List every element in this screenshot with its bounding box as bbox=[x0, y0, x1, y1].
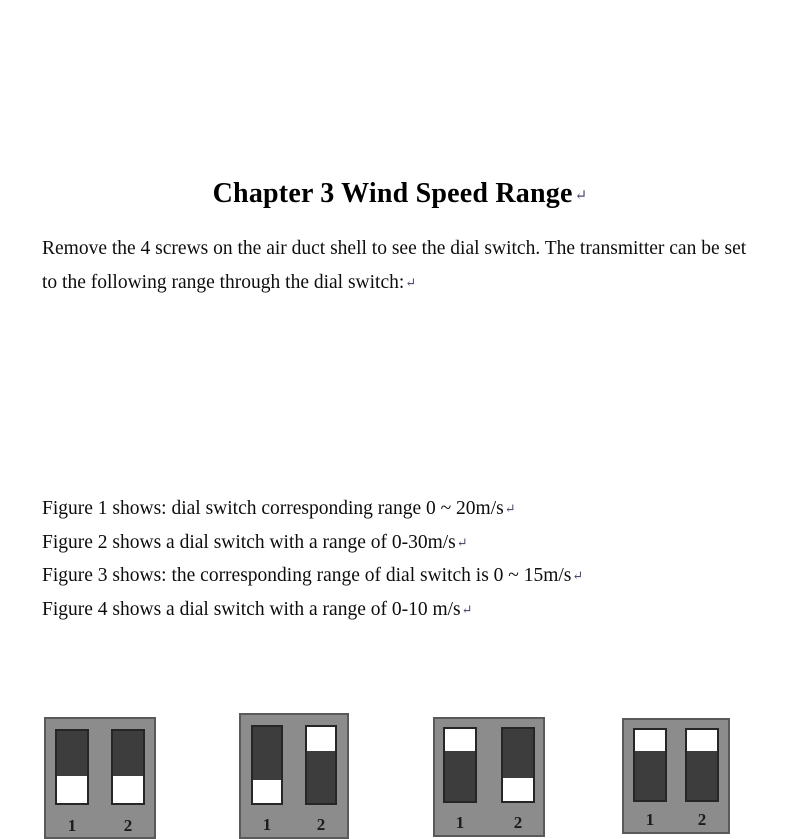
dip-switch-segment-bottom bbox=[253, 780, 281, 803]
dip-label-1: 1 bbox=[67, 816, 77, 835]
dip-switch-segment-top bbox=[445, 729, 475, 751]
dip-switch-2[interactable] bbox=[111, 729, 145, 805]
dip-switch-segment-top bbox=[687, 730, 717, 751]
dip-label-1: 1 bbox=[455, 813, 465, 832]
dip-switch-segment-top bbox=[57, 731, 87, 777]
dip-switch-1[interactable] bbox=[55, 729, 89, 805]
dip-switch-segment-bottom bbox=[445, 750, 475, 801]
caption-line-figure-2: Figure 2 shows a dial switch with a rang… bbox=[42, 526, 772, 560]
dip-switch-1[interactable] bbox=[443, 727, 477, 803]
dip-label-1: 1 bbox=[262, 815, 272, 834]
caption-line-figure-1: Figure 1 shows: dial switch correspondin… bbox=[42, 492, 772, 526]
dip-switch-figure-4: 1 2 bbox=[622, 718, 730, 834]
dip-label-2: 2 bbox=[123, 816, 133, 835]
paragraph-return-mark: ↵ bbox=[461, 601, 473, 617]
paragraph-return-mark: ↵ bbox=[572, 568, 584, 583]
dip-switch-2[interactable] bbox=[305, 725, 337, 805]
dip-switch-figures: 1 2 1 2 bbox=[0, 352, 800, 839]
dip-switch-1[interactable] bbox=[251, 725, 283, 805]
dip-label-1: 1 bbox=[645, 810, 655, 829]
paragraph-return-mark: ↵ bbox=[405, 275, 417, 290]
dip-switch-figure-3: 1 2 bbox=[433, 717, 545, 837]
paragraph-return-mark: ↵ bbox=[456, 534, 468, 550]
dip-switch-segment-top bbox=[307, 727, 335, 752]
dip-label-row: 1 2 bbox=[46, 817, 154, 834]
dip-switch-segment-top bbox=[113, 731, 143, 777]
dip-switch-segment-top bbox=[635, 730, 665, 751]
dip-switch-row bbox=[46, 729, 154, 805]
dip-switch-segment-bottom bbox=[503, 777, 533, 801]
dip-switch-segment-top bbox=[503, 729, 533, 778]
paragraph-return-mark: ↵ bbox=[574, 188, 588, 204]
dip-switch-segment-top bbox=[253, 727, 281, 781]
dip-switch-segment-bottom bbox=[113, 776, 143, 803]
caption-text: Figure 4 shows a dial switch with a rang… bbox=[42, 598, 461, 620]
dip-switch-row bbox=[435, 727, 543, 803]
dip-label-row: 1 2 bbox=[241, 816, 347, 833]
dip-label-2: 2 bbox=[697, 810, 707, 829]
caption-text: Figure 2 shows a dial switch with a rang… bbox=[42, 531, 456, 553]
paragraph-return-mark: ↵ bbox=[504, 501, 516, 516]
dip-switch-1[interactable] bbox=[633, 728, 667, 802]
dip-label-2: 2 bbox=[513, 813, 523, 832]
dip-label-2: 2 bbox=[316, 815, 326, 834]
dip-switch-2[interactable] bbox=[501, 727, 535, 803]
page-title: Chapter 3 Wind Speed Range↵ bbox=[0, 178, 800, 210]
dip-switch-2[interactable] bbox=[685, 728, 719, 802]
dip-switch-segment-bottom bbox=[687, 751, 717, 800]
dip-label-row: 1 2 bbox=[624, 811, 728, 828]
dip-switch-segment-bottom bbox=[635, 751, 665, 800]
intro-paragraph-text: Remove the 4 screws on the air duct shel… bbox=[42, 238, 747, 293]
dip-switch-figure-1: 1 2 bbox=[44, 717, 156, 839]
dip-switch-row bbox=[241, 725, 347, 805]
page-title-text: Chapter 3 Wind Speed Range bbox=[212, 178, 573, 209]
figure-captions: Figure 1 shows: dial switch correspondin… bbox=[42, 492, 772, 626]
dip-switch-figure-2: 1 2 bbox=[239, 713, 349, 839]
dip-switch-row bbox=[624, 728, 728, 802]
caption-line-figure-4: Figure 4 shows a dial switch with a rang… bbox=[42, 593, 772, 627]
caption-text: Figure 3 shows: the corresponding range … bbox=[42, 565, 572, 586]
caption-line-figure-3: Figure 3 shows: the corresponding range … bbox=[42, 559, 772, 593]
document-page: Chapter 3 Wind Speed Range↵ Remove the 4… bbox=[0, 178, 800, 839]
caption-text: Figure 1 shows: dial switch correspondin… bbox=[42, 498, 504, 519]
intro-paragraph: Remove the 4 screws on the air duct shel… bbox=[42, 232, 764, 300]
dip-switch-segment-bottom bbox=[307, 751, 335, 803]
dip-label-row: 1 2 bbox=[435, 814, 543, 831]
dip-switch-segment-bottom bbox=[57, 776, 87, 803]
